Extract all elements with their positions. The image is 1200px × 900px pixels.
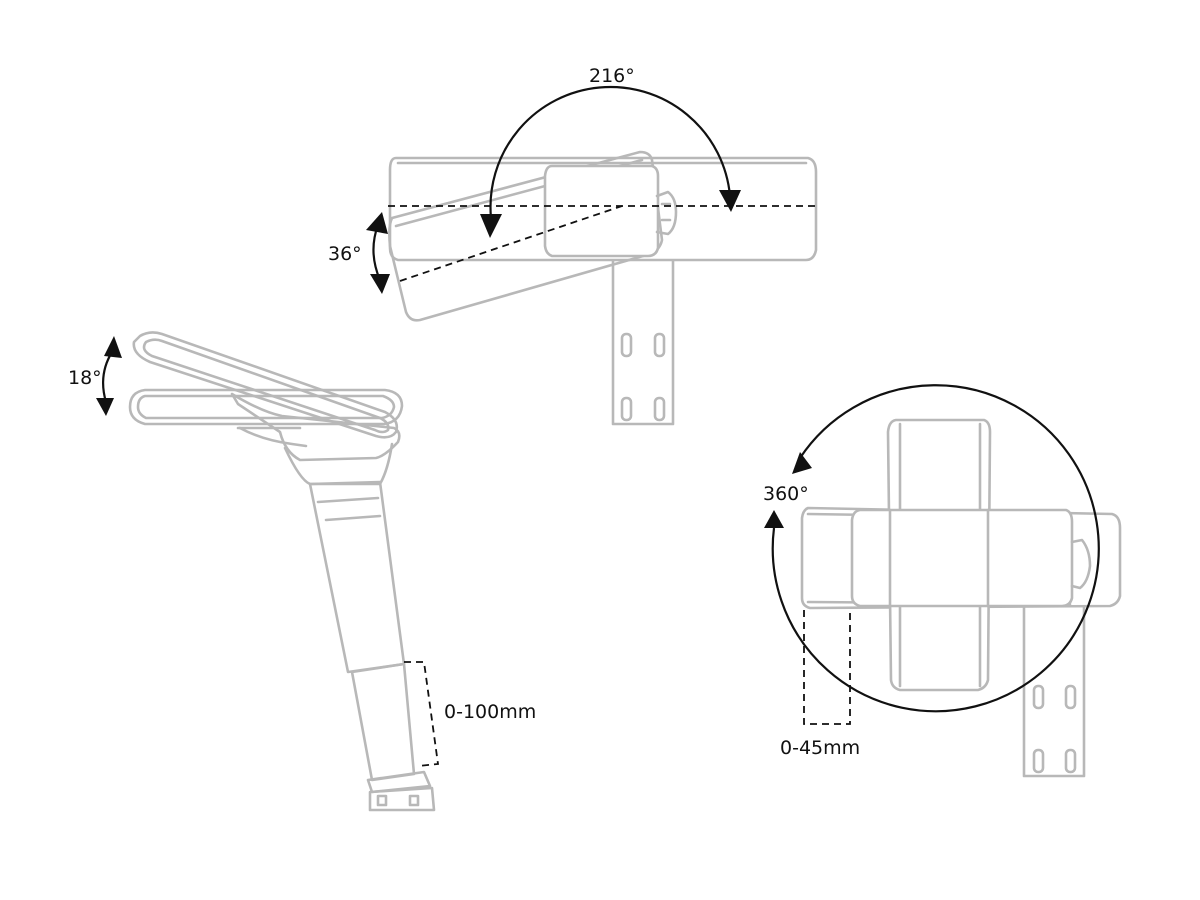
armpad-side — [128, 331, 404, 439]
mounting-bracket-top — [611, 246, 675, 426]
arm-tube-upper — [308, 480, 406, 674]
tilt-arrow — [366, 212, 390, 294]
rotation-label: 360° — [763, 483, 809, 505]
rotation-view: 360° 0-45mm — [763, 384, 1122, 778]
depth-bracket — [803, 610, 851, 725]
tilt-range-label: 36° — [328, 243, 362, 265]
pad-angle-arrow — [96, 336, 122, 416]
pivot-block-rotation — [850, 508, 1074, 608]
pad-angle-label: 18° — [68, 367, 102, 389]
mounting-bracket-rotation — [1022, 598, 1086, 778]
height-adjust-label: 0-100mm — [444, 701, 536, 723]
height-bracket — [404, 661, 440, 767]
pivot-block-top — [543, 164, 678, 258]
axis-line-angled — [399, 205, 623, 282]
swivel-range-label: 216° — [589, 65, 635, 87]
rotation-arrow — [764, 384, 1100, 713]
side-view: 0-100mm 18° — [68, 331, 536, 812]
top-view: 216° 36° — [328, 65, 818, 426]
depth-adjust-label: 0-45mm — [780, 737, 860, 759]
arm-tube-lower — [350, 662, 416, 782]
swivel-arrow — [480, 85, 741, 238]
arm-base-side — [366, 770, 436, 812]
